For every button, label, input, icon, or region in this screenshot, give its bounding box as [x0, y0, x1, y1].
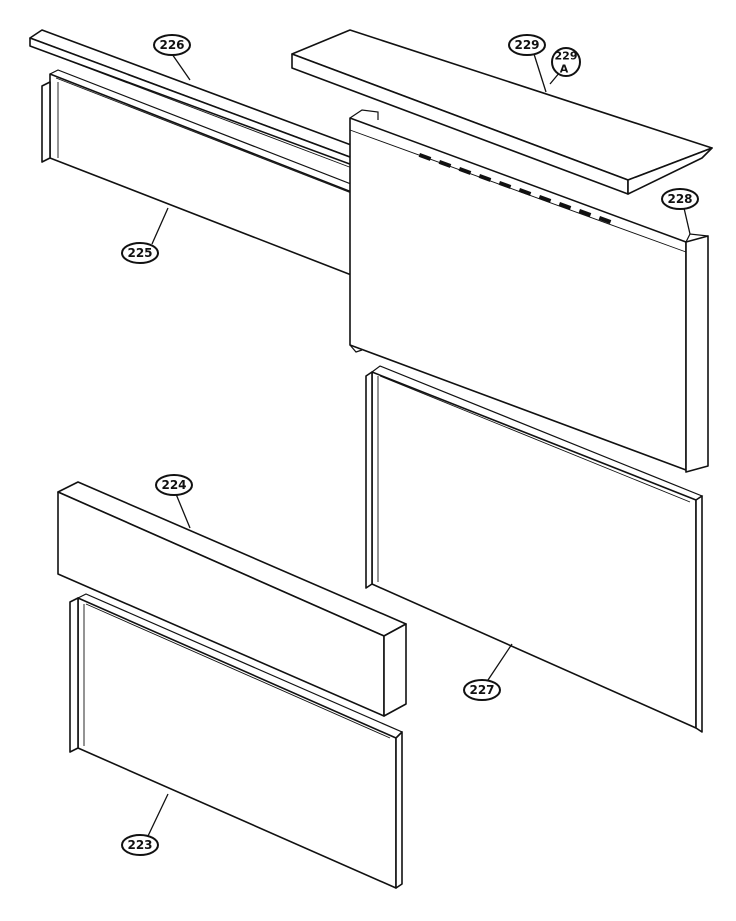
leader-229	[533, 53, 547, 93]
svg-text:226: 226	[159, 38, 184, 52]
leader-224	[175, 493, 191, 529]
callout-224: 224	[155, 474, 193, 496]
callout-229a: 229 A	[551, 47, 581, 77]
callout-223: 223	[121, 834, 159, 856]
callout-229: 229	[508, 34, 546, 56]
vent-slots	[418, 153, 612, 224]
callout-227: 227	[463, 679, 501, 701]
part-224-box-trim	[57, 481, 407, 717]
callout-225: 225	[121, 242, 159, 264]
svg-text:224: 224	[161, 478, 186, 492]
svg-text:223: 223	[127, 838, 152, 852]
leader-228	[683, 207, 691, 235]
part-229-top-cover	[291, 29, 713, 195]
part-227-large-side-panel	[365, 365, 704, 733]
leader-226	[171, 53, 191, 81]
svg-text:227: 227	[469, 683, 494, 697]
callout-226: 226	[153, 34, 191, 56]
part-228-vented-back-panel	[349, 109, 709, 473]
svg-text:A: A	[560, 63, 569, 76]
svg-text:225: 225	[127, 246, 152, 260]
callout-228: 228	[661, 188, 699, 210]
svg-text:229: 229	[555, 50, 578, 63]
svg-text:229: 229	[514, 38, 539, 52]
svg-text:228: 228	[667, 192, 692, 206]
leader-223	[147, 793, 169, 837]
leader-225	[151, 207, 169, 245]
leader-227	[487, 643, 513, 681]
part-223-lower-left-panel	[69, 593, 404, 889]
